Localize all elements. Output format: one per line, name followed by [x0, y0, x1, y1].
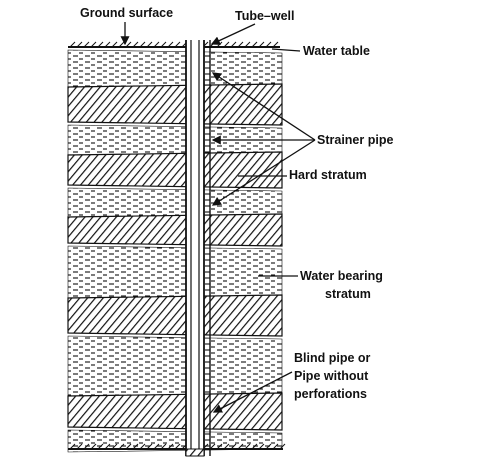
ground-hatch-mark [160, 41, 167, 48]
ground-hatch-mark [160, 443, 167, 450]
tube-well-pipe [185, 40, 211, 457]
ground-hatch-mark [139, 41, 146, 48]
water-bearing-band-8 [67, 335, 283, 400]
ground-hatch-mark [216, 443, 223, 450]
hard-stratum-band-7 [67, 294, 283, 337]
ground-hatch-mark [97, 443, 104, 450]
ground-hatch-mark [237, 443, 244, 450]
water-bearing-band-6 [67, 245, 283, 302]
blind-pipe-label-line3: perforations [294, 387, 367, 401]
ground-hatch-mark [258, 41, 265, 48]
ground-hatch-mark [104, 443, 111, 450]
strata-column [67, 49, 283, 453]
hard-stratum-band-5 [67, 213, 283, 247]
ground-hatch-mark [272, 443, 279, 450]
ground-hatch-mark [83, 443, 90, 450]
ground-hatch-mark [223, 443, 230, 450]
ground-hatch-mark [146, 443, 153, 450]
ground-surface-label: Ground surface [80, 6, 173, 20]
ground-hatch-mark [209, 443, 216, 450]
ground-hatch-mark [125, 443, 132, 450]
ground-hatch-mark [223, 41, 230, 48]
ground-hatch-mark [146, 41, 153, 48]
ground-hatch-mark [265, 443, 272, 450]
ground-hatch-mark [167, 443, 174, 450]
ground-hatch-mark [174, 443, 181, 450]
blind-pipe-leader [212, 371, 293, 413]
ground-hatch-mark [118, 443, 125, 450]
ground-hatch-mark [251, 41, 258, 48]
ground-hatch-mark [83, 41, 90, 48]
water-bearing-label-line1: Water bearing [300, 269, 383, 283]
ground-hatch-mark [237, 41, 244, 48]
leader-lines [120, 22, 316, 413]
ground-hatch-mark [104, 41, 111, 48]
ground-hatch-mark [230, 41, 237, 48]
tube-well-leader [210, 23, 256, 45]
ground-hatch-mark [272, 41, 279, 48]
ground-hatch-mark [132, 443, 139, 450]
ground-hatch-mark [167, 41, 174, 48]
ground-hatch-mark [132, 41, 139, 48]
ground-hatch-mark [153, 443, 160, 450]
ground-hatch-mark [69, 41, 76, 48]
hard-stratum-label: Hard stratum [289, 168, 367, 182]
ground-hatch-mark [90, 443, 97, 450]
blind-pipe-label-line2: Pipe without [294, 369, 369, 383]
ground-hatch-mark [111, 41, 118, 48]
hard-stratum-band-9 [67, 392, 283, 431]
ground-surface-line [68, 41, 280, 48]
water-bearing-label-line2: stratum [325, 287, 371, 301]
strainer-pipe-label: Strainer pipe [317, 133, 393, 147]
hard-stratum-band-1 [67, 83, 283, 126]
ground-hatch-mark [97, 41, 104, 48]
water-table-label: Water table [303, 44, 370, 58]
ground-hatch-mark [76, 443, 83, 450]
ground-hatch-mark [244, 443, 251, 450]
ground-hatch-mark [76, 41, 83, 48]
ground-hatch-mark [69, 443, 76, 450]
blind-pipe-label-line1: Blind pipe or [294, 351, 371, 365]
ground-hatch-mark [111, 443, 118, 450]
ground-hatch-mark [258, 443, 265, 450]
ground-hatch-mark [139, 443, 146, 450]
hard-stratum-band-3 [67, 151, 283, 189]
ground-hatch-mark [265, 41, 272, 48]
ground-hatch-mark [251, 443, 258, 450]
ground-hatch-mark [244, 41, 251, 48]
ground-hatch-mark [230, 443, 237, 450]
ground-hatch-mark [279, 443, 286, 450]
strainer-leader-1 [211, 72, 316, 141]
ground-hatch-mark [90, 41, 97, 48]
ground-hatch-mark [174, 41, 181, 48]
tube-well-label: Tube–well [235, 9, 295, 23]
water-table-leader [271, 48, 301, 52]
strainer-leader-3 [211, 139, 316, 206]
ground-hatch-mark [153, 41, 160, 48]
